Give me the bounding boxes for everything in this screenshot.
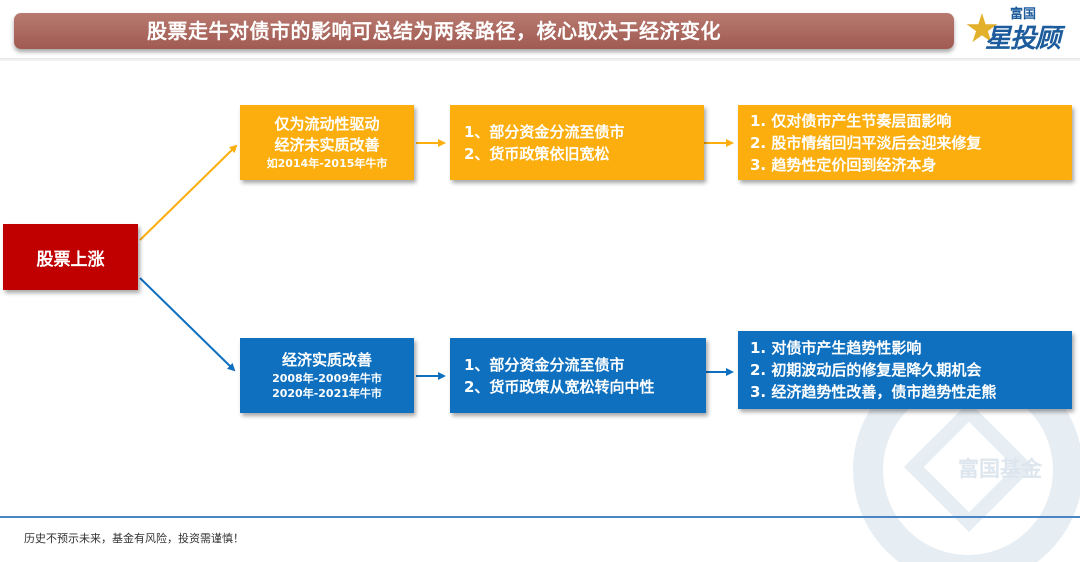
top-condition-example: 如2014年-2015年牛市 <box>266 157 388 170</box>
disclaimer: 历史不预示未来，基金有风险，投资需谨慎！ <box>24 532 244 545</box>
bottom-mechanism-box: 1、部分资金分流至债市 2、货币政策从宽松转向中性 <box>450 338 706 413</box>
bottom-condition-example: 2020年-2021年牛市 <box>272 387 382 400</box>
bottom-mechanism-item: 1、部分资金分流至债市 <box>464 355 625 374</box>
top-impact-item: 1. 仅对债市产生节奏层面影响 <box>750 111 952 130</box>
root-label: 股票上涨 <box>36 249 105 270</box>
star-icon: ★ <box>964 6 1000 52</box>
top-impact-box: 1. 仅对债市产生节奏层面影响 2. 股市情绪回归平淡后会迎来修复 3. 趋势性… <box>738 105 1072 180</box>
bottom-condition-line1: 经济实质改善 <box>281 351 372 369</box>
logo-name: 星投顾 <box>985 24 1061 54</box>
bottom-impact-box: 1. 对债市产生趋势性影响 2. 初期波动后的修复是降久期机会 3. 经济趋势性… <box>738 331 1072 409</box>
bottom-impact-item: 2. 初期波动后的修复是降久期机会 <box>750 361 982 379</box>
title-underline <box>0 58 1080 61</box>
bottom-impact-item: 3. 经济趋势性改善，债市趋势性走熊 <box>750 383 997 401</box>
top-condition-box: 仅为流动性驱动 经济未实质改善 如2014年-2015年牛市 <box>240 105 414 180</box>
top-impact-item: 3. 趋势性定价回到经济本身 <box>750 155 937 174</box>
bottom-condition-example: 2008年-2009年牛市 <box>272 372 382 385</box>
bottom-condition-box: 经济实质改善 2008年-2009年牛市 2020年-2021年牛市 <box>240 338 414 413</box>
footer-divider <box>0 516 1080 518</box>
watermark-text: 富国基金 <box>958 457 1042 481</box>
arrow-root-to-bottom <box>139 277 236 372</box>
arrow-root-to-top <box>139 144 238 241</box>
top-mechanism-item: 1、部分资金分流至债市 <box>464 122 625 141</box>
bottom-impact-item: 1. 对债市产生趋势性影响 <box>750 339 922 357</box>
page-title: 股票走牛对债市的影响可总结为两条路径，核心取决于经济变化 <box>147 19 721 43</box>
root-node: 股票上涨 <box>3 224 138 290</box>
title-bar: 股票走牛对债市的影响可总结为两条路径，核心取决于经济变化 <box>14 13 954 49</box>
top-impact-item: 2. 股市情绪回归平淡后会迎来修复 <box>750 133 982 152</box>
top-mechanism-box: 1、部分资金分流至债市 2、货币政策依旧宽松 <box>450 105 704 180</box>
top-condition-line1: 仅为流动性驱动 <box>274 115 380 133</box>
top-mechanism-item: 2、货币政策依旧宽松 <box>464 144 610 163</box>
bottom-mechanism-item: 2、货币政策从宽松转向中性 <box>464 377 655 396</box>
logo-brand: 富国 <box>1010 7 1037 22</box>
top-condition-line2: 经济未实质改善 <box>274 136 380 154</box>
